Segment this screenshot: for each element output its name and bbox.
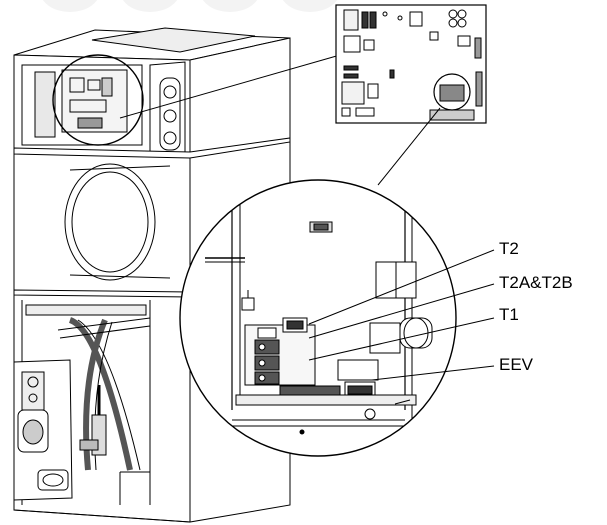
watermark-blob: [280, 0, 340, 12]
watermark-blob: [120, 0, 180, 12]
t1-leader: [308, 317, 495, 361]
callout-eev: EEV: [499, 355, 534, 374]
callout-t1: T1: [499, 305, 519, 324]
air-handler-unit: [13, 27, 291, 523]
t2ab-leader: [308, 283, 495, 339]
t2-leader: [308, 249, 495, 325]
callout-t2a-t2b: T2A&T2B: [499, 273, 573, 292]
circuit-board: [335, 4, 487, 124]
eev-leader: [371, 365, 495, 381]
callout-t2: T2: [499, 239, 519, 258]
valve: [79, 385, 107, 456]
watermark-blob: [200, 0, 260, 12]
magnified-detail: [180, 180, 456, 456]
watermark-blob: [40, 0, 100, 12]
magnifier-circle: [52, 54, 144, 146]
